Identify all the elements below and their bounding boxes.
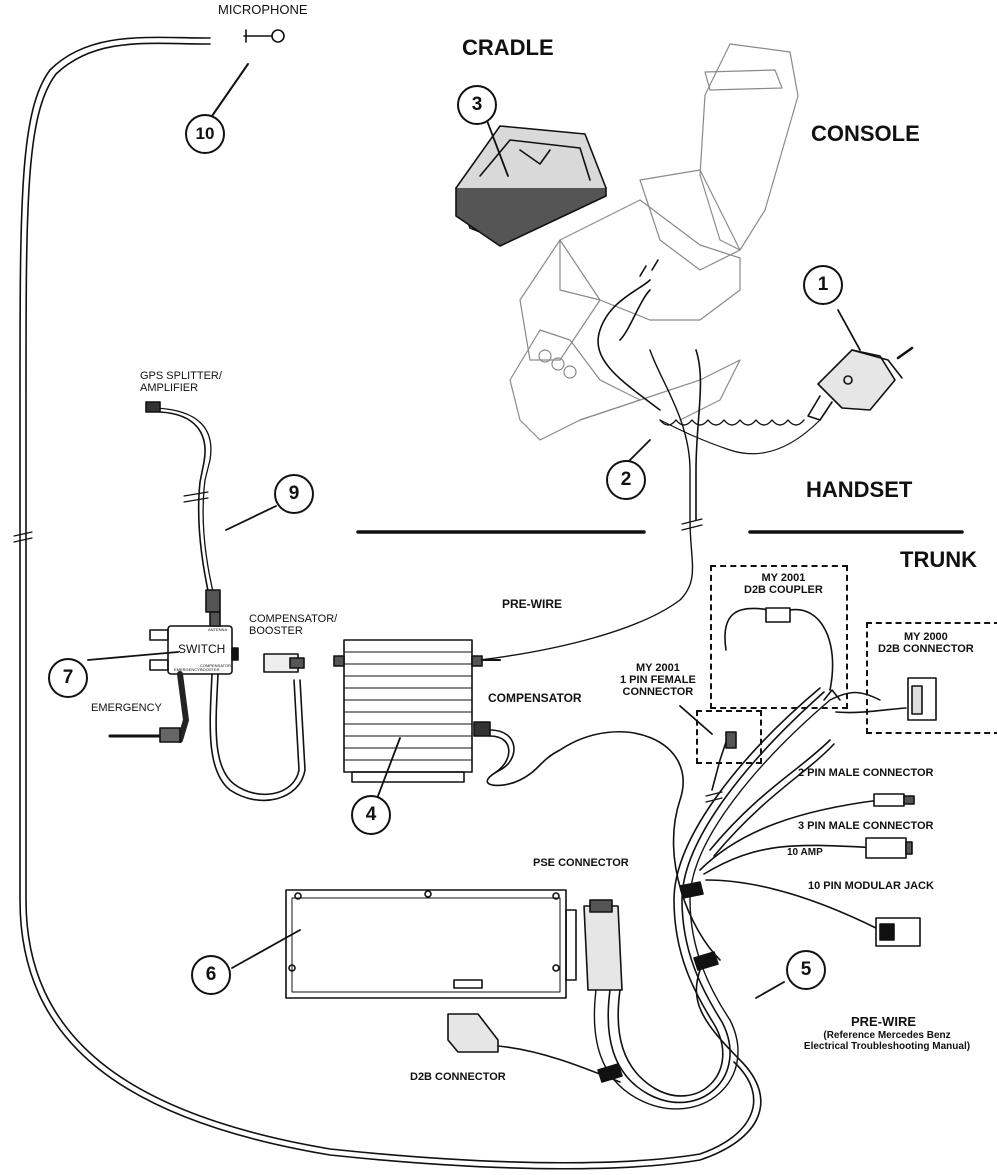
label-3pin-male: 3 PIN MALE CONNECTOR — [798, 820, 934, 832]
label-compensator-booster-port: COMPENSATOR BOOSTER — [200, 663, 231, 673]
callout-6: 6 — [191, 955, 231, 995]
handset-icon — [807, 346, 914, 421]
section-cradle: CRADLE — [462, 35, 554, 60]
section-handset: HANDSET — [806, 477, 913, 502]
my2000-connector-box — [866, 622, 997, 734]
callout-10: 10 — [185, 114, 225, 154]
label-my2001-1pin: MY 2001 1 PIN FEMALE CONNECTOR — [620, 662, 696, 699]
callout-1: 1 — [803, 265, 843, 305]
label-reference-note: (Reference Mercedes Benz Electrical Trou… — [803, 1030, 971, 1052]
pre-wire-cable — [479, 349, 694, 661]
main-harness — [593, 691, 881, 1110]
pse-module-icon — [285, 889, 577, 999]
section-trunk: TRUNK — [900, 547, 977, 572]
callout-2: 2 — [606, 460, 646, 500]
label-antenna-port: ANTENNA — [208, 627, 228, 632]
label-10pin-jack: 10 PIN MODULAR JACK — [808, 880, 934, 892]
console-icon — [509, 43, 799, 441]
callout-5: 5 — [786, 950, 826, 990]
cradle-icon — [455, 125, 607, 247]
callout-4: 4 — [351, 795, 391, 835]
coiled-cord — [659, 419, 821, 455]
label-2pin-male: 2 PIN MALE CONNECTOR — [798, 767, 934, 779]
label-microphone: MICROPHONE — [218, 2, 308, 17]
label-10-amp: 10 AMP — [787, 847, 823, 858]
microphone-icon — [243, 29, 285, 43]
label-emergency: EMERGENCY — [91, 702, 162, 714]
gps-cable — [154, 407, 216, 601]
label-my2001-coupler: MY 2001 D2B COUPLER — [744, 572, 823, 597]
microphone-cable — [19, 36, 762, 1170]
callout-9: 9 — [274, 474, 314, 514]
compensator-icon — [333, 639, 491, 783]
label-pre-wire-top: PRE-WIRE — [502, 597, 562, 611]
switch-box-icon — [149, 611, 239, 675]
callout-7: 7 — [48, 658, 88, 698]
label-compensator-booster: COMPENSATOR/ BOOSTER — [249, 613, 338, 638]
my2001-1pin-box — [696, 710, 762, 764]
my2001-coupler-box — [710, 565, 848, 709]
label-emergency-port: EMERGENCY — [174, 667, 200, 672]
label-pre-wire-bottom: PRE-WIRE — [851, 1014, 916, 1029]
label-my2000-connector: MY 2000 D2B CONNECTOR — [878, 631, 974, 656]
label-pse-connector: PSE CONNECTOR — [533, 857, 629, 869]
label-d2b-connector: D2B CONNECTOR — [410, 1071, 506, 1083]
section-console: CONSOLE — [811, 121, 920, 146]
label-compensator: COMPENSATOR — [488, 691, 582, 705]
label-switch: SWITCH — [178, 642, 226, 656]
label-gps-splitter: GPS SPLITTER/ AMPLIFIER — [140, 370, 222, 395]
callout-3: 3 — [457, 85, 497, 125]
